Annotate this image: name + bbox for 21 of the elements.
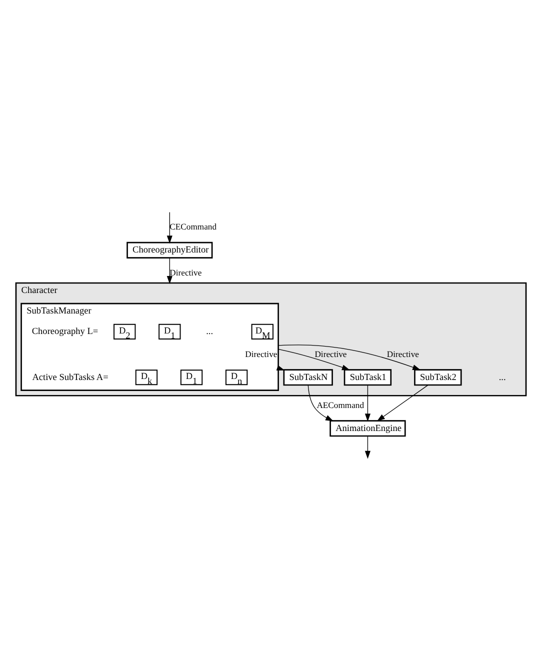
arrow [166, 258, 172, 284]
edge-label: AECommand [316, 400, 364, 410]
arrow [364, 384, 370, 422]
arrow [364, 436, 370, 459]
arrow [166, 212, 172, 244]
label: Choreography L= [32, 327, 98, 338]
node-box: ChoreographyEditor [126, 242, 213, 258]
node-box: SubTask1 [344, 369, 392, 386]
edge-label: Directive [170, 267, 202, 278]
label: ... [206, 327, 214, 338]
edge-label: Directive [314, 348, 347, 359]
node-box: SubTaskN [283, 369, 333, 386]
edge-label: CECommand [170, 222, 217, 232]
node-box: AnimationEngine [330, 420, 406, 437]
label: ... [498, 372, 506, 383]
edge-label: Directive [386, 348, 419, 359]
node-box: SubTask2 [414, 369, 462, 386]
label: Active SubTasks A= [32, 372, 108, 383]
arrow [376, 384, 428, 422]
arrow [308, 384, 334, 422]
edge-label: Directive [245, 348, 278, 359]
